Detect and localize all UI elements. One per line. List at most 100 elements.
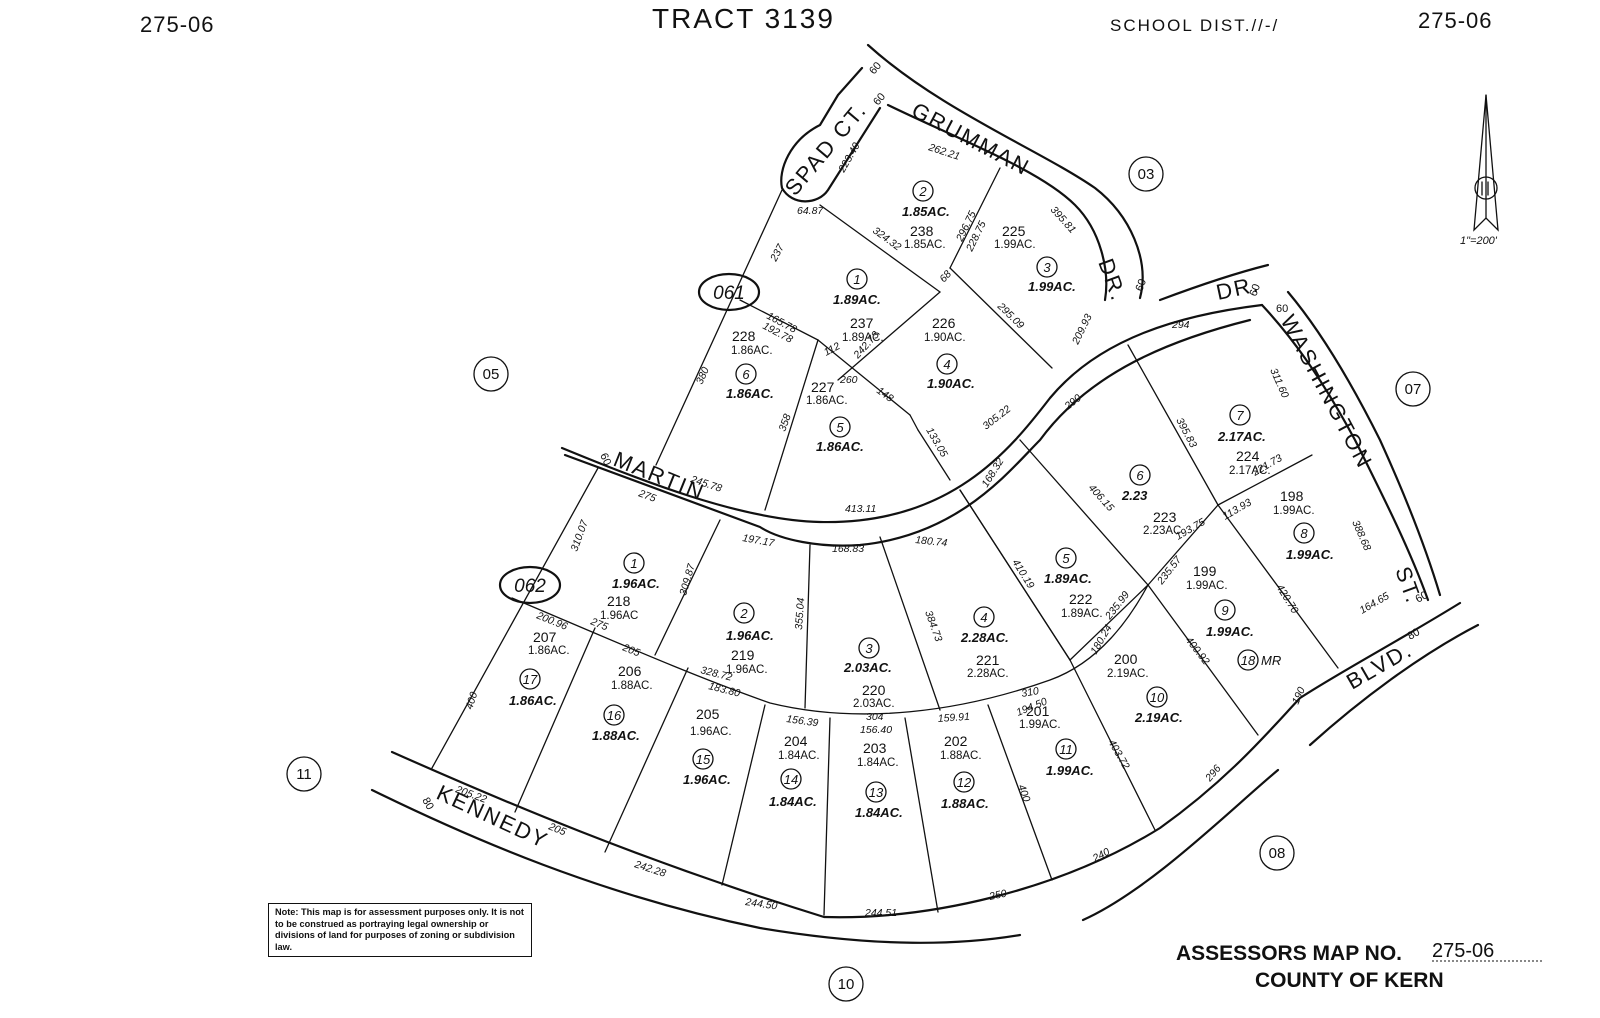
svg-text:180.74: 180.74 bbox=[915, 534, 948, 549]
svg-text:1.85AC.: 1.85AC. bbox=[902, 204, 950, 219]
parcel-199[interactable]: 199 1.99AC. 9 1.99AC. bbox=[1186, 563, 1254, 639]
svg-text:400: 400 bbox=[463, 690, 480, 711]
svg-text:062: 062 bbox=[514, 576, 546, 597]
svg-text:5: 5 bbox=[836, 420, 844, 435]
svg-text:1.89AC.: 1.89AC. bbox=[833, 292, 881, 307]
parcel-224[interactable]: 7 2.17AC. 224 2.17AC. bbox=[1217, 404, 1271, 477]
kennedy-east-south-line bbox=[1081, 768, 1280, 922]
svg-text:358: 358 bbox=[777, 412, 794, 433]
grumman-dr-inner-line bbox=[886, 103, 1108, 302]
parcel-198[interactable]: 198 1.99AC. 8 1.99AC. bbox=[1273, 488, 1334, 562]
parcel-226[interactable]: 226 1.90AC. 4 1.90AC. bbox=[924, 315, 975, 391]
svg-text:1.96AC.: 1.96AC. bbox=[690, 726, 732, 738]
svg-text:410.19: 410.19 bbox=[1009, 557, 1036, 591]
svg-text:403.72: 403.72 bbox=[1105, 738, 1132, 772]
svg-text:17: 17 bbox=[523, 672, 538, 687]
svg-text:1.86AC.: 1.86AC. bbox=[731, 345, 773, 357]
svg-text:1.86AC.: 1.86AC. bbox=[528, 645, 570, 657]
page-ref-11[interactable]: 11 bbox=[286, 756, 322, 792]
svg-text:14: 14 bbox=[784, 772, 798, 787]
parcel-219[interactable]: 2 1.96AC. 219 1.96AC. bbox=[726, 602, 774, 676]
svg-text:68: 68 bbox=[937, 268, 954, 285]
svg-text:1.88AC.: 1.88AC. bbox=[592, 728, 640, 743]
svg-text:1.88AC.: 1.88AC. bbox=[941, 796, 989, 811]
svg-text:220: 220 bbox=[862, 682, 886, 698]
svg-text:406.15: 406.15 bbox=[1086, 482, 1117, 514]
svg-text:2.28AC.: 2.28AC. bbox=[967, 668, 1009, 680]
parcel-221[interactable]: 4 2.28AC. 221 2.28AC. bbox=[960, 606, 1009, 680]
svg-text:1.86AC.: 1.86AC. bbox=[509, 693, 557, 708]
block-062[interactable]: 062 bbox=[498, 565, 562, 605]
svg-text:159.91: 159.91 bbox=[937, 711, 970, 725]
assessors-map-number: 275-06 bbox=[1432, 940, 1494, 962]
block-062-lot-lines bbox=[431, 467, 1156, 916]
svg-text:1.99AC.: 1.99AC. bbox=[1046, 763, 1094, 778]
parcel-204[interactable]: 204 1.84AC. 14 1.84AC. bbox=[769, 733, 820, 809]
page-ref-10[interactable]: 10 bbox=[828, 966, 864, 1002]
parcel-238[interactable]: 2 1.85AC. 238 1.85AC. bbox=[902, 180, 950, 251]
svg-text:237: 237 bbox=[850, 315, 874, 331]
street-lines bbox=[370, 43, 1480, 944]
parcel-223[interactable]: 6 2.23 223 2.23AC. bbox=[1121, 464, 1185, 537]
block-061[interactable]: 061 bbox=[697, 272, 761, 312]
parcel-225[interactable]: 225 1.99AC. 3 1.99AC. bbox=[994, 223, 1076, 294]
parcel-206[interactable]: 206 1.88AC. 16 1.88AC. bbox=[592, 663, 653, 743]
svg-text:1.85AC.: 1.85AC. bbox=[904, 239, 946, 251]
svg-text:133.05: 133.05 bbox=[923, 426, 950, 460]
parcel-205[interactable]: 205 1.96AC. 15 1.96AC. bbox=[683, 706, 732, 787]
svg-text:60: 60 bbox=[597, 451, 613, 467]
svg-text:2.23AC.: 2.23AC. bbox=[1143, 525, 1185, 537]
svg-text:4: 4 bbox=[980, 610, 987, 625]
kennedy-label: KENNEDY bbox=[433, 780, 553, 854]
svg-text:190: 190 bbox=[1290, 685, 1308, 706]
svg-text:228: 228 bbox=[732, 328, 756, 344]
page-ref-08[interactable]: 08 bbox=[1259, 835, 1295, 871]
parcel-228[interactable]: 228 1.86AC. 6 1.86AC. bbox=[726, 328, 774, 401]
parcel-222[interactable]: 5 1.89AC. 222 1.89AC. bbox=[1044, 547, 1103, 620]
parcel-mr[interactable]: 18 MR bbox=[1237, 649, 1281, 671]
svg-text:1.84AC.: 1.84AC. bbox=[769, 794, 817, 809]
svg-text:2.28AC.: 2.28AC. bbox=[960, 630, 1009, 645]
svg-text:9: 9 bbox=[1221, 603, 1228, 618]
page-ref-05[interactable]: 05 bbox=[473, 356, 509, 392]
svg-text:2: 2 bbox=[918, 184, 927, 199]
svg-text:1.86AC.: 1.86AC. bbox=[726, 386, 774, 401]
parcel-218[interactable]: 1 1.96AC. 218 1.96AC bbox=[600, 552, 660, 622]
svg-text:413.11: 413.11 bbox=[845, 503, 876, 515]
grumman-dr-outer-line bbox=[866, 43, 1144, 300]
east-block-lot-lines bbox=[959, 344, 1339, 736]
svg-text:156.39: 156.39 bbox=[786, 713, 820, 729]
svg-text:219: 219 bbox=[731, 647, 755, 663]
svg-text:400: 400 bbox=[1015, 783, 1032, 804]
disclaimer-note: Note: This map is for assessment purpose… bbox=[268, 903, 532, 957]
parcel-220[interactable]: 3 2.03AC. 220 2.03AC. bbox=[843, 637, 895, 710]
svg-text:1.89AC.: 1.89AC. bbox=[1061, 608, 1103, 620]
svg-text:164.65: 164.65 bbox=[1358, 590, 1392, 617]
svg-text:3: 3 bbox=[865, 641, 873, 656]
svg-text:10: 10 bbox=[838, 976, 855, 993]
parcel-200[interactable]: 200 2.19AC. 10 2.19AC. bbox=[1107, 651, 1183, 725]
svg-text:223: 223 bbox=[1153, 509, 1177, 525]
svg-text:6: 6 bbox=[742, 367, 750, 382]
martin-north-line bbox=[560, 303, 1264, 524]
page-ref-03[interactable]: 03 bbox=[1128, 156, 1164, 192]
svg-text:80: 80 bbox=[419, 796, 436, 813]
svg-text:183.80: 183.80 bbox=[707, 680, 741, 699]
svg-text:168.32: 168.32 bbox=[979, 456, 1006, 490]
parcel-202[interactable]: 202 1.88AC. 12 1.88AC. bbox=[940, 733, 989, 811]
svg-text:1.96AC.: 1.96AC. bbox=[726, 664, 768, 676]
svg-text:2.19AC.: 2.19AC. bbox=[1107, 668, 1149, 680]
svg-text:250: 250 bbox=[987, 888, 1008, 904]
parcel-207[interactable]: 207 1.86AC. 17 1.86AC. bbox=[509, 629, 570, 708]
svg-text:60: 60 bbox=[1248, 282, 1263, 298]
parcel-203[interactable]: 203 1.84AC. 13 1.84AC. bbox=[855, 740, 903, 820]
svg-text:11: 11 bbox=[1059, 742, 1073, 757]
parcel-237[interactable]: 1 1.89AC. 237 1.89AC. bbox=[833, 268, 884, 344]
parcel-227[interactable]: 227 1.86AC. 5 1.86AC. bbox=[806, 379, 864, 454]
page-ref-07[interactable]: 07 bbox=[1395, 371, 1431, 407]
svg-text:201: 201 bbox=[1026, 703, 1050, 719]
svg-text:205: 205 bbox=[620, 641, 642, 659]
svg-text:60: 60 bbox=[867, 60, 884, 77]
parcel-201[interactable]: 201 1.99AC. 11 1.99AC. bbox=[1019, 703, 1094, 778]
svg-text:156.40: 156.40 bbox=[860, 724, 892, 736]
